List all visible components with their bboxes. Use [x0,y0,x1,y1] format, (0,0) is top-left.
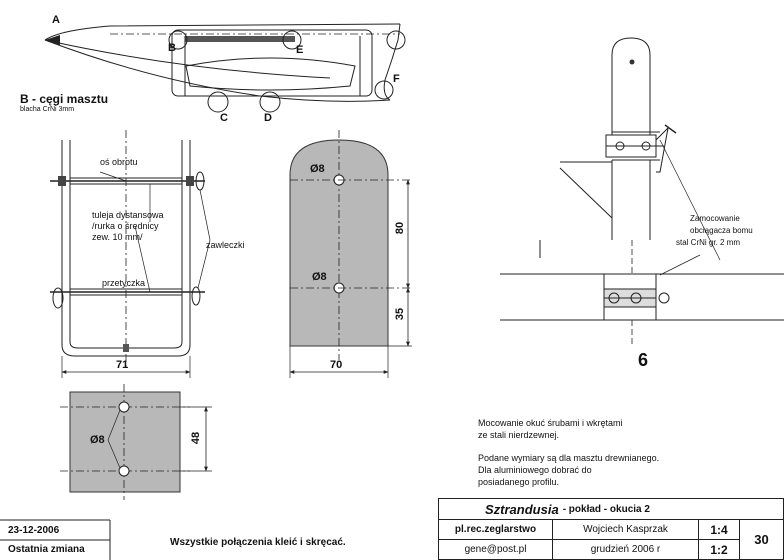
email-cell: gene@post.pl [438,539,553,560]
front-width-dim: 71 [116,359,129,371]
note-dims-line1: Podane wymiary są dla masztu drewnianego… [478,453,660,463]
label-F: F [393,73,400,85]
hole-bottom-label: Ø8 [312,271,327,283]
footer-frame [0,519,111,560]
note-dims-line2: Dla aluminiowego dobrać do [478,465,592,475]
detail-6 [500,37,784,345]
author-cell: Wojciech Kasprzak [552,519,699,540]
site-cell: pl.rec.zeglarstwo [438,519,553,540]
spacer-tube-line2: /rurka o średnicy [92,221,159,231]
detail-number: 6 [638,350,649,370]
spacer-tube-line3: zew. 10 mm/ [92,232,143,242]
detail-label-line3: stal CrNi gr. 2 mm [676,238,741,247]
dim-35: 35 [394,307,407,321]
split-pins-label: zawleczki [206,240,245,250]
label-B: B [168,42,176,54]
title-row: Sztrandusia - pokład - okucia 2 [438,498,784,520]
label-C: C [220,112,228,124]
pin-label: przetyczka [102,278,146,288]
scale2-cell: 1:2 [698,539,740,560]
hole-top-label: Ø8 [310,163,325,175]
hull-outline [44,23,406,113]
note-mounting-line2: ze stali nierdzewnej. [478,430,560,440]
side-view [289,130,412,378]
bottom-hole-label: Ø8 [90,434,105,446]
detail-label-line2: obciągacza bomu [690,226,753,235]
note-mounting-line1: Mocowanie okuć śrubami i wkrętami [478,418,623,428]
footer-date: 23-12-2006 [8,525,60,536]
dim-80: 80 [394,221,407,235]
footer-last-change: Ostatnia zmiana [8,544,85,555]
label-D: D [264,112,272,124]
side-width-dim: 70 [330,359,343,371]
title-block: Sztrandusia - pokład - okucia 2 pl.rec.z… [438,498,784,560]
date-cell: grudzień 2006 r [552,539,699,560]
label-A: A [52,14,60,26]
hull-caption: B - cęgi masztu [20,92,109,106]
scale1-cell: 1:4 [698,519,740,540]
title-rest: - pokład - okucia 2 [562,503,650,515]
bottom-plate [60,384,212,500]
front-view [50,130,211,378]
sheet-number-cell: 30 [739,519,784,560]
spacer-tube-line1: tuleja dystansowa [92,210,164,220]
note-dims-line3: posiadanego profilu. [478,477,560,487]
detail-label-line1: Zamocowanie [690,214,740,223]
pivot-axis-label: oś obrotu [100,157,138,167]
footer-instruction: Wszystkie połączenia kleić i skręcać. [170,537,346,548]
dim-48: 48 [190,431,203,445]
title-name: Sztrandusia [485,501,559,517]
hull-subcaption: blacha CrNi 3mm [20,106,75,113]
label-E: E [296,44,304,56]
